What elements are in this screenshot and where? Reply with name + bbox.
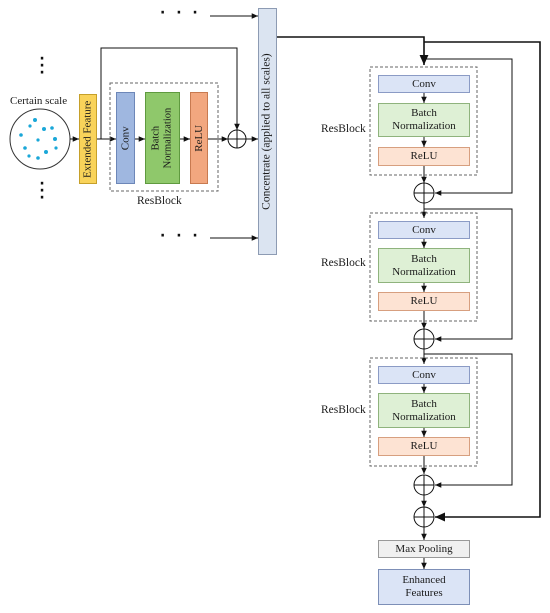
concat-label: Concentrate (applied to all scales) xyxy=(260,53,273,210)
skip-connection-rb2 xyxy=(424,208,513,342)
extended-feature-label: Extended Feature xyxy=(81,100,94,178)
relu-block-rb2: ReLU xyxy=(378,292,470,311)
max-pooling-block: Max Pooling xyxy=(378,540,470,558)
concat-block: Concentrate (applied to all scales) xyxy=(258,8,277,255)
batch-norm-label-left: Batch Normalization xyxy=(150,108,174,169)
resblock-1-label: ResBlock xyxy=(321,123,366,135)
batch-norm-label-left-line2: Normalization xyxy=(162,107,174,169)
ellipsis-top: · · · xyxy=(160,5,201,21)
batch-norm-rb2-line1: Batch xyxy=(411,252,437,265)
batch-norm-rb1-line1: Batch xyxy=(411,107,437,120)
resblock-3-label: ResBlock xyxy=(321,404,366,416)
conv-label-left: Conv xyxy=(119,126,132,150)
ellipsis-bottom: · · · xyxy=(160,228,201,244)
resblock-3-outline xyxy=(369,357,478,467)
point-cloud-circle xyxy=(9,108,71,170)
extended-feature-block: Extended Feature xyxy=(79,94,97,184)
relu-block-rb1: ReLU xyxy=(378,147,470,166)
resblock-2-label: ResBlock xyxy=(321,257,366,269)
resblock-2-outline xyxy=(369,212,478,322)
ellipsis-vertical-top: ··· xyxy=(39,51,45,81)
point-cloud xyxy=(9,108,71,170)
resblock-1-outline xyxy=(369,66,478,176)
batch-norm-block-rb1: Batch Normalization xyxy=(378,103,470,137)
global-skip-connection xyxy=(424,41,541,522)
skip-connection-left xyxy=(100,47,240,139)
enhanced-features-line1: Enhanced xyxy=(402,574,446,587)
batch-norm-rb2-line2: Normalization xyxy=(392,265,456,278)
relu-block-left: ReLU xyxy=(190,92,208,184)
conv-block-left: Conv xyxy=(116,92,135,184)
resblock-left-outline xyxy=(109,82,219,192)
batch-norm-block-rb3: Batch Normalization xyxy=(378,393,470,428)
ellipsis-vertical-bottom: ··· xyxy=(39,176,45,206)
batch-norm-label-left-line1: Batch xyxy=(150,125,162,151)
enhanced-features-block: Enhanced Features xyxy=(378,569,470,605)
batch-norm-block-left: Batch Normalization xyxy=(145,92,180,184)
relu-label-left: ReLU xyxy=(192,124,205,152)
relu-block-rb3: ReLU xyxy=(378,437,470,456)
arrow-concat-to-resblock1 xyxy=(277,36,429,65)
conv-block-rb3: Conv xyxy=(378,366,470,384)
enhanced-features-line2: Features xyxy=(405,587,443,599)
skip-connection-rb1 xyxy=(424,58,513,196)
batch-norm-rb3-line2: Normalization xyxy=(392,410,456,423)
skip-connection-rb3 xyxy=(424,353,513,488)
certain-scale-label: Certain scale xyxy=(10,95,68,107)
point-cloud-points xyxy=(19,118,58,160)
batch-norm-rb3-line1: Batch xyxy=(411,397,437,410)
conv-block-rb1: Conv xyxy=(378,75,470,93)
resblock-left-label: ResBlock xyxy=(137,195,182,207)
batch-norm-rb1-line2: Normalization xyxy=(392,120,456,132)
batch-norm-block-rb2: Batch Normalization xyxy=(378,248,470,283)
conv-block-rb2: Conv xyxy=(378,221,470,239)
